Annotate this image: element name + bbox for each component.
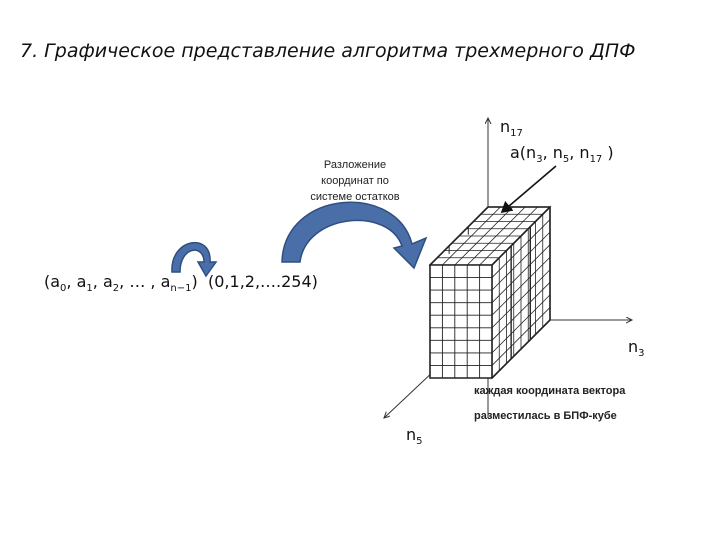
callout-line-3: системе остатков — [310, 191, 399, 203]
callout-line-2: координат по — [321, 175, 389, 187]
axis-label-n3: n3 — [628, 337, 645, 359]
large-curved-arrow — [282, 202, 426, 268]
dft-cube — [430, 207, 550, 378]
input-sequence: (a0, a1, a2, … , an−1) — [44, 272, 198, 294]
small-curved-arrow — [172, 243, 216, 276]
index-range: (0,1,2,….254) — [208, 272, 318, 291]
axis-label-n17: n17 — [500, 117, 523, 139]
cube-face — [430, 265, 492, 378]
callout-line-1: Разложение — [324, 159, 386, 171]
point-label: a(n3, n5, n17 ) — [510, 143, 614, 165]
point-pointer — [502, 166, 556, 212]
caption-line-2: разместилась в БПФ-кубе — [474, 410, 617, 422]
axis-label-n5: n5 — [406, 425, 423, 447]
caption-line-1: каждая координата вектора — [474, 385, 626, 397]
